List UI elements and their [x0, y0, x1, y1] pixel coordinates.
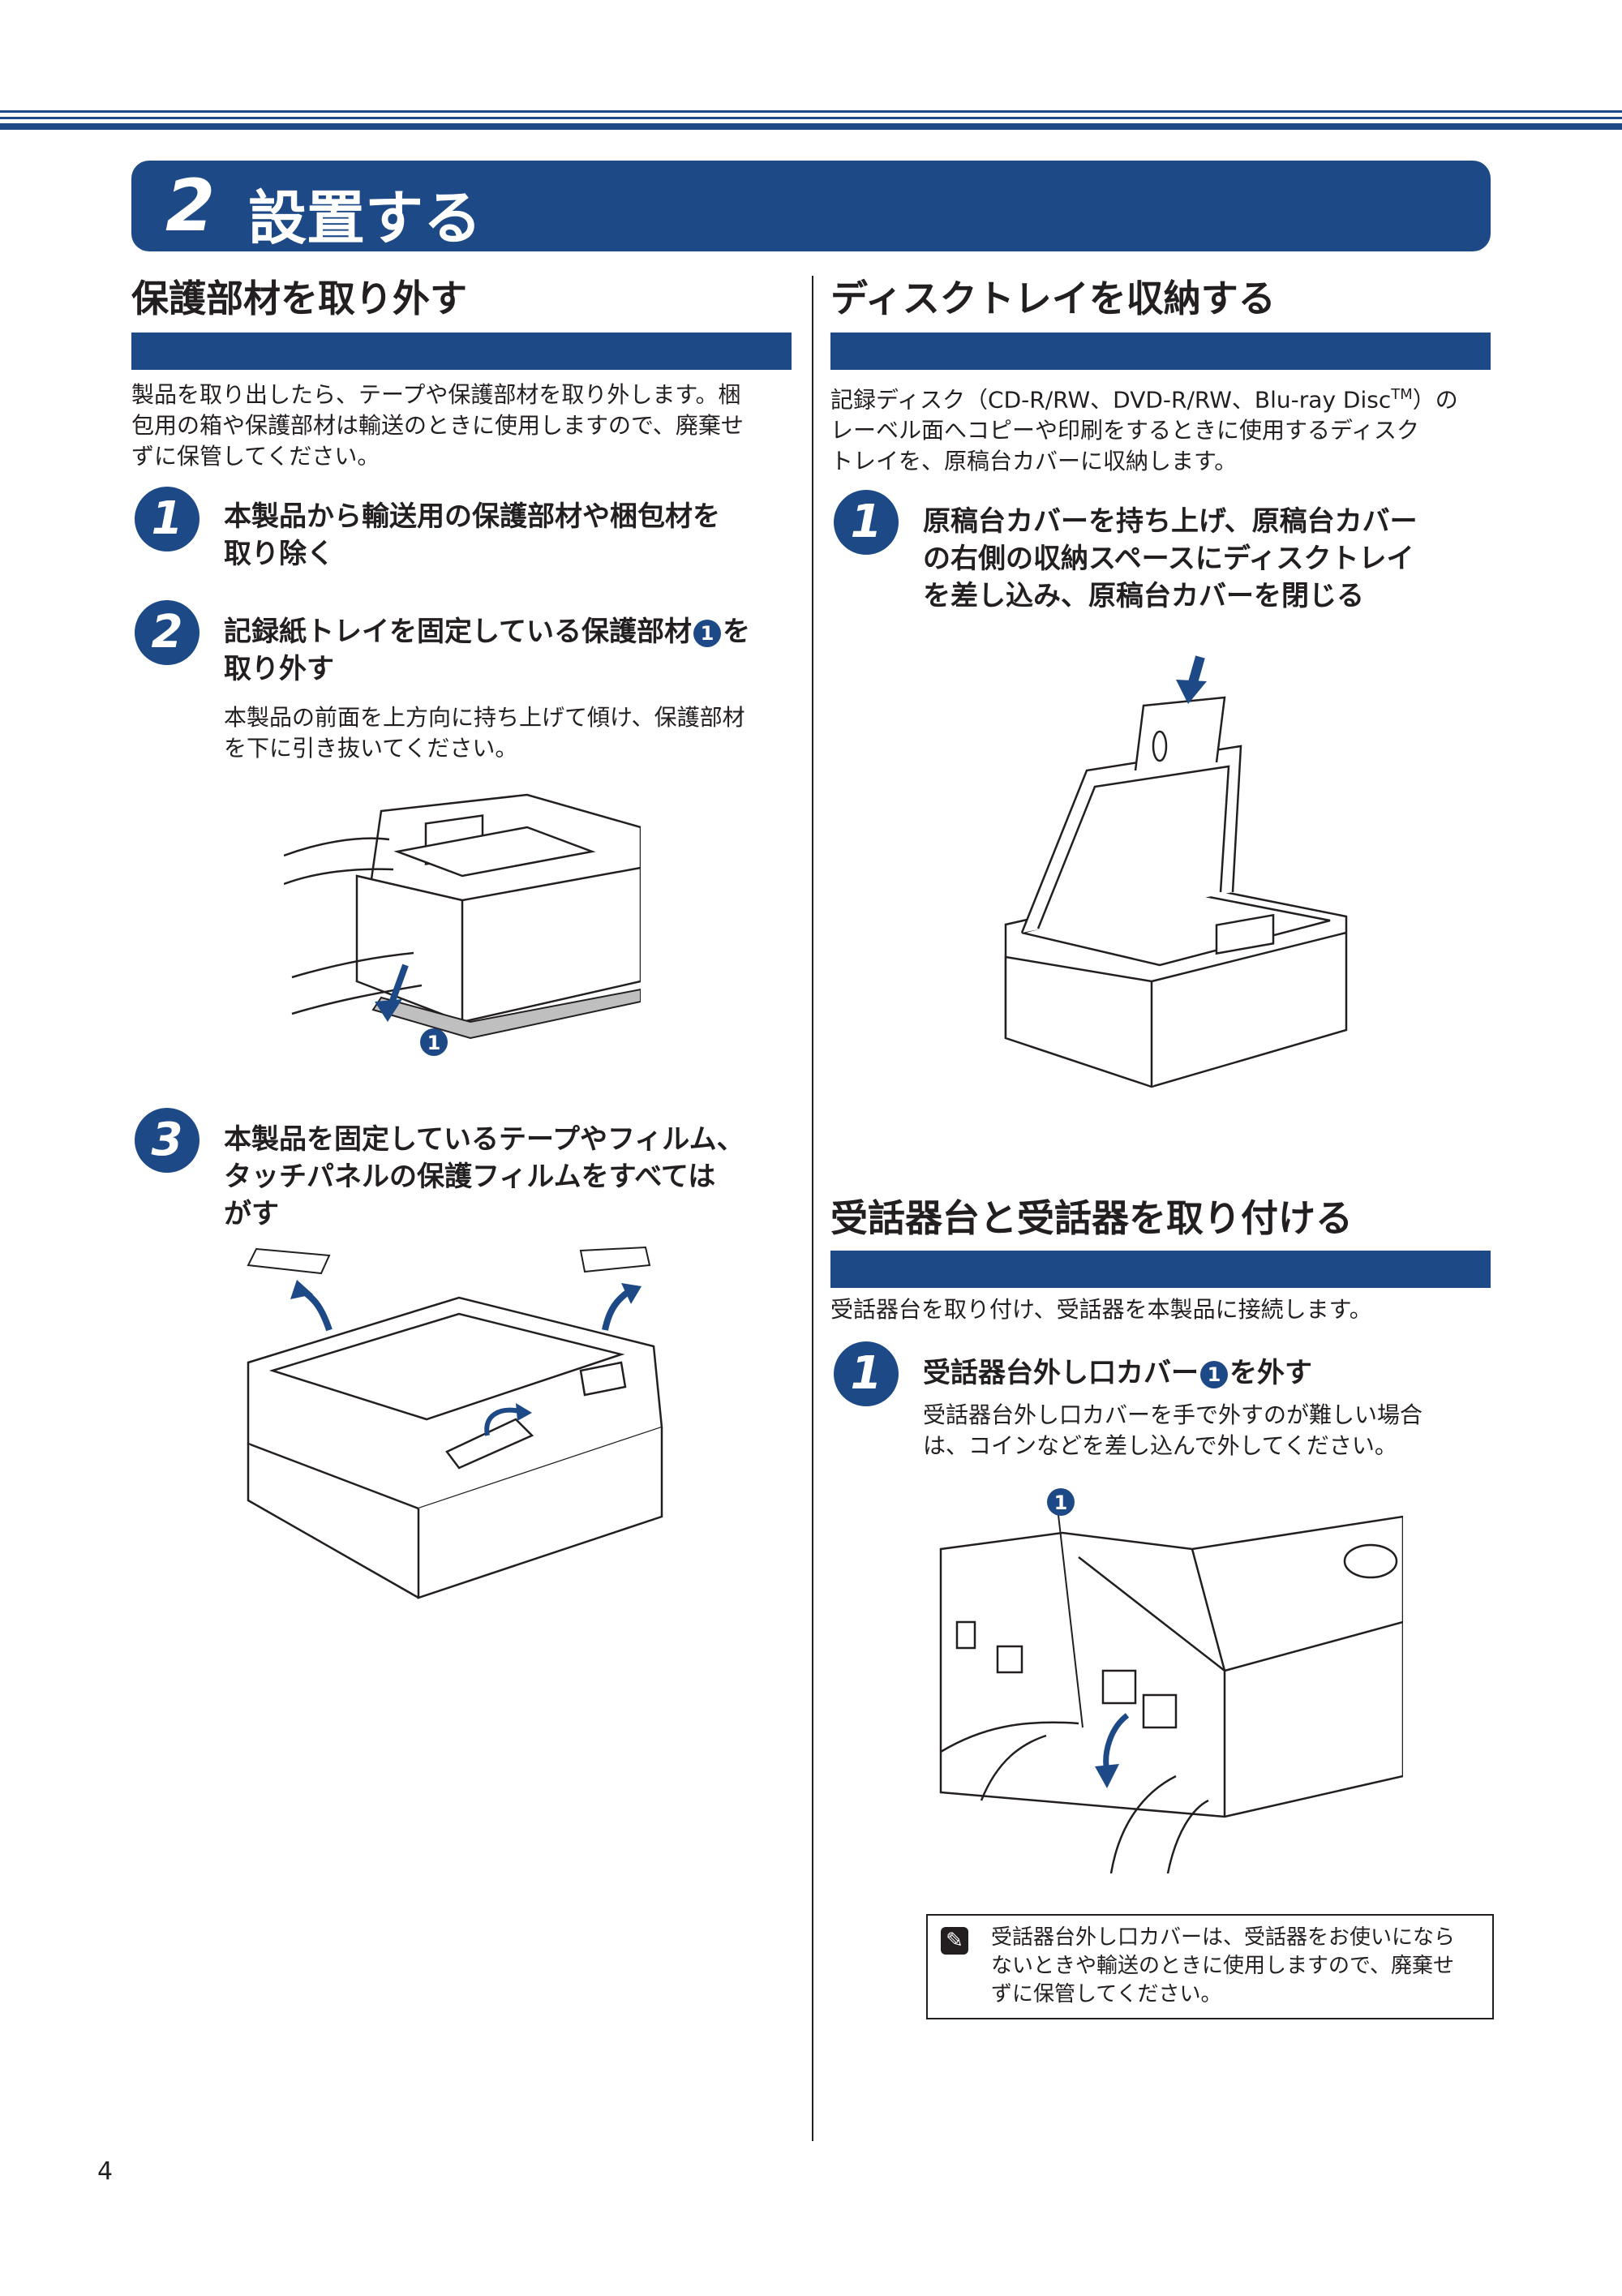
step-title: 原稿台カバーを持ち上げ、原稿台カバー の右側の収納スペースにディスクトレイ を差…: [923, 505, 1418, 612]
page-number: 4: [97, 2157, 114, 2186]
section-bar: [830, 333, 1491, 370]
step-number: 1: [834, 490, 899, 555]
left-intro: 製品を取り出したら、テープや保護部材を取り外します。梱 包用の箱や保護部材は輸送…: [131, 381, 744, 470]
section-bar: [830, 1251, 1491, 1288]
illustration-disc-tray: [1004, 655, 1348, 1088]
step-number: 2: [135, 600, 200, 665]
chapter-number: 2: [165, 164, 216, 247]
right-intro-handset: 受話器台を取り付け、受話器を本製品に接続します。: [830, 1296, 1372, 1323]
header-rule: [0, 123, 1622, 130]
column-divider: [812, 276, 813, 2141]
callout-marker: 1: [693, 619, 721, 647]
right-intro-disc: 記録ディスク（CD-R/RW、DVD-R/RW、Blu-ray DiscTM）の…: [830, 386, 1458, 475]
note-text: 受話器台外し口カバーは、受話器をお使いになら ないときや輸送のときに使用しますの…: [991, 1925, 1456, 2006]
illustration-peel-films: [247, 1246, 663, 1599]
chapter-banner: 2 設置する: [131, 161, 1491, 252]
callout-marker: 1: [1054, 1491, 1068, 1514]
memo-icon: ✎: [941, 1927, 968, 1955]
step-number: 3: [135, 1108, 200, 1173]
callout-marker: 1: [427, 1032, 441, 1054]
chapter-title: 設置する: [248, 184, 483, 252]
step-description: 本製品の前面を上方向に持ち上げて傾け、保護部材 を下に引き抜いてください。: [224, 704, 745, 762]
step-number: 1: [834, 1341, 899, 1406]
callout-marker: 1: [1200, 1360, 1228, 1388]
step-title: 本製品を固定しているテープやフィルム、 タッチパネルの保護フィルムをすべては が…: [224, 1123, 744, 1230]
section-title-disc-tray: ディスクトレイを収納する: [830, 277, 1276, 320]
illustration-handset-cover: 1: [939, 1488, 1403, 1873]
section-title-remove-protective: 保護部材を取り外す: [131, 277, 467, 320]
step-number: 1: [135, 487, 200, 551]
header-rule: [0, 117, 1622, 119]
step-description: 受話器台外し口カバーを手で外すのが難しい場合 は、コインなどを差し込んで外してく…: [923, 1401, 1423, 1459]
note-box: ✎ 受話器台外し口カバーは、受話器をお使いになら ないときや輸送のときに使用しま…: [926, 1914, 1494, 2019]
section-title-handset: 受話器台と受話器を取り付ける: [830, 1196, 1353, 1240]
section-bar: [131, 333, 792, 370]
header-rule: [0, 110, 1622, 113]
illustration-remove-protective: 1: [284, 793, 641, 1056]
step-title: 本製品から輸送用の保護部材や梱包材を 取り除く: [224, 500, 720, 570]
